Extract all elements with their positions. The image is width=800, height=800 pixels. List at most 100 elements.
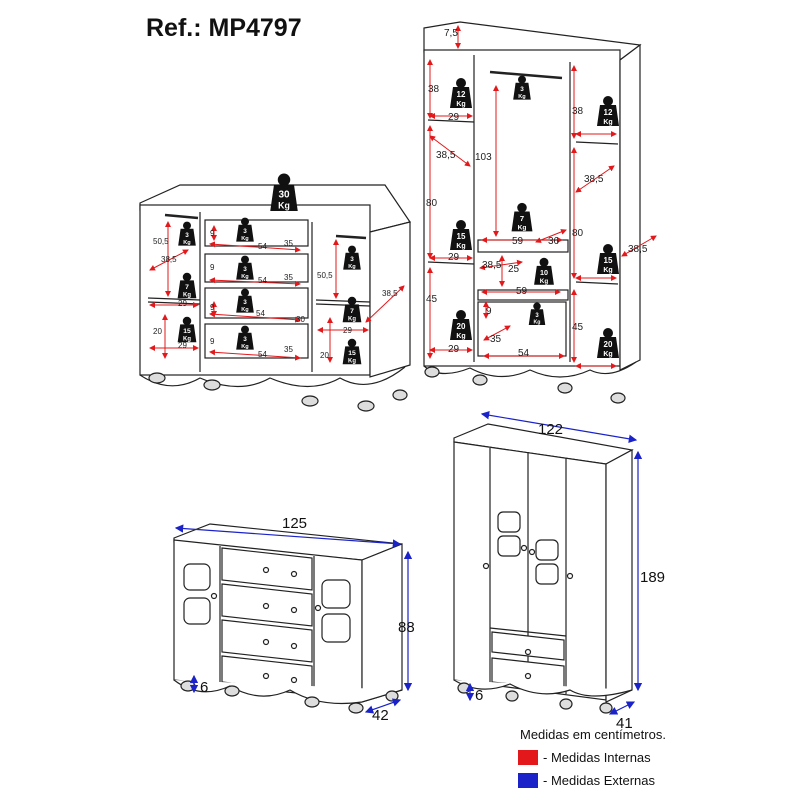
weight-value: 20 <box>457 322 466 331</box>
dim-label: 59 <box>512 236 524 247</box>
dim-label: 54 <box>256 309 265 318</box>
foot-label: 6 <box>475 687 483 704</box>
dim-label: 9 <box>486 306 492 317</box>
weight-body <box>236 332 254 350</box>
dim-label: 36 <box>548 236 560 247</box>
weight-handle <box>533 302 541 310</box>
dim-label: 45 <box>426 294 438 305</box>
weight-unit: Kg <box>278 201 290 211</box>
dim-label: 20 <box>153 327 162 336</box>
weight-handle <box>241 288 249 297</box>
wardrobe-front-dimensions <box>465 411 643 715</box>
cabinet-front-dimensions <box>174 524 413 714</box>
weight-unit: Kg <box>241 274 249 280</box>
weight-handle <box>518 75 526 84</box>
weight-handle <box>517 202 527 213</box>
weight-value: 3 <box>535 313 539 319</box>
dim-label: 25 <box>508 264 520 275</box>
dim-label: 54 <box>258 242 267 251</box>
dim-label: 29 <box>178 299 187 308</box>
dim-label: 9 <box>210 263 215 272</box>
foot-label: 6 <box>200 679 208 696</box>
weight-handle <box>241 325 249 334</box>
weight-body <box>450 87 472 108</box>
cabinet-internal-labels: 50,5 38,5 29 20 29 54 35 54 35 54 30 54 … <box>153 229 398 360</box>
weight-unit: Kg <box>348 317 356 323</box>
weight-handle <box>456 78 466 88</box>
dim-label: 29 <box>448 252 460 263</box>
weight-unit: Kg <box>241 344 249 350</box>
dim-label: 29 <box>448 344 460 355</box>
weight-handle <box>182 316 192 326</box>
dim-label: 50,5 <box>317 271 333 280</box>
legend-internal-label: - Medidas Internas <box>543 750 651 765</box>
height-label: 189 <box>640 569 665 586</box>
cabinet-internal-dimensions <box>149 221 405 363</box>
legend-internal: - Medidas Internas <box>518 750 666 765</box>
depth-label: 42 <box>372 707 389 724</box>
weight-tags: 30Kg3Kg3Kg3Kg3Kg3Kg7Kg15Kg3Kg7Kg15Kg12Kg… <box>177 75 619 365</box>
weight-body <box>236 224 254 242</box>
dim-label: 9 <box>210 229 215 238</box>
dim-label: 80 <box>426 198 438 209</box>
dim-label: 29 <box>343 326 352 335</box>
weight-handle <box>347 338 357 348</box>
weight-tag: 3Kg <box>236 217 254 242</box>
legend-external-label: - Medidas Externas <box>543 773 655 788</box>
weight-handle <box>603 96 613 106</box>
weight-handle <box>603 328 613 338</box>
dim-label: 29 <box>448 112 460 123</box>
weight-value: 15 <box>604 256 613 265</box>
weight-tag: 3Kg <box>236 255 254 280</box>
wardrobe-front-labels: 122 189 41 6 <box>475 421 665 732</box>
weight-value: 12 <box>457 90 466 99</box>
dim-label: 38,5 <box>436 150 456 161</box>
legend-external: - Medidas Externas <box>518 773 666 788</box>
dim-label: 9 <box>210 303 215 312</box>
weight-body <box>177 280 197 299</box>
dim-label: 45 <box>572 322 584 333</box>
weight-unit: Kg <box>183 293 191 299</box>
dim-label: 54 <box>258 276 267 285</box>
width-label: 125 <box>282 515 307 532</box>
reference-title: Ref.: MP4797 <box>146 14 302 42</box>
weight-value: 7 <box>185 284 189 291</box>
weight-tag: 3Kg <box>343 245 361 270</box>
weight-value: 10 <box>540 268 548 277</box>
weight-body <box>513 82 531 100</box>
weight-handle <box>456 220 466 230</box>
weight-unit: Kg <box>518 225 527 232</box>
weight-body <box>343 252 361 270</box>
weight-unit: Kg <box>456 333 465 340</box>
weight-value: 20 <box>604 340 613 349</box>
weight-value: 12 <box>604 108 613 117</box>
weight-value: 3 <box>350 256 354 263</box>
weight-unit: Kg <box>183 240 191 246</box>
dim-label: 38,5 <box>482 260 502 271</box>
weight-body <box>342 304 362 323</box>
weight-value: 3 <box>243 299 247 306</box>
wardrobe-internal-labels: 7,5 38 29 38,5 80 29 45 29 38,5 103 59 3… <box>426 28 648 359</box>
weight-body <box>177 324 197 343</box>
weight-unit: Kg <box>348 359 356 365</box>
dim-label: 38,5 <box>161 255 177 264</box>
weight-unit: Kg <box>183 337 191 343</box>
weight-body <box>528 309 546 325</box>
dim-label: 38,5 <box>628 244 648 255</box>
dim-label: 80 <box>572 228 584 239</box>
weight-unit: Kg <box>540 278 549 285</box>
dim-label: 50,5 <box>153 237 169 246</box>
weight-unit: Kg <box>603 351 612 358</box>
weight-tag: 3Kg <box>528 302 546 326</box>
wardrobe-internal-dimensions <box>427 25 657 369</box>
internal-swatch <box>518 750 538 765</box>
dim-label: 30 <box>296 315 305 324</box>
legend: Medidas em centímetros. - Medidas Intern… <box>518 727 666 788</box>
